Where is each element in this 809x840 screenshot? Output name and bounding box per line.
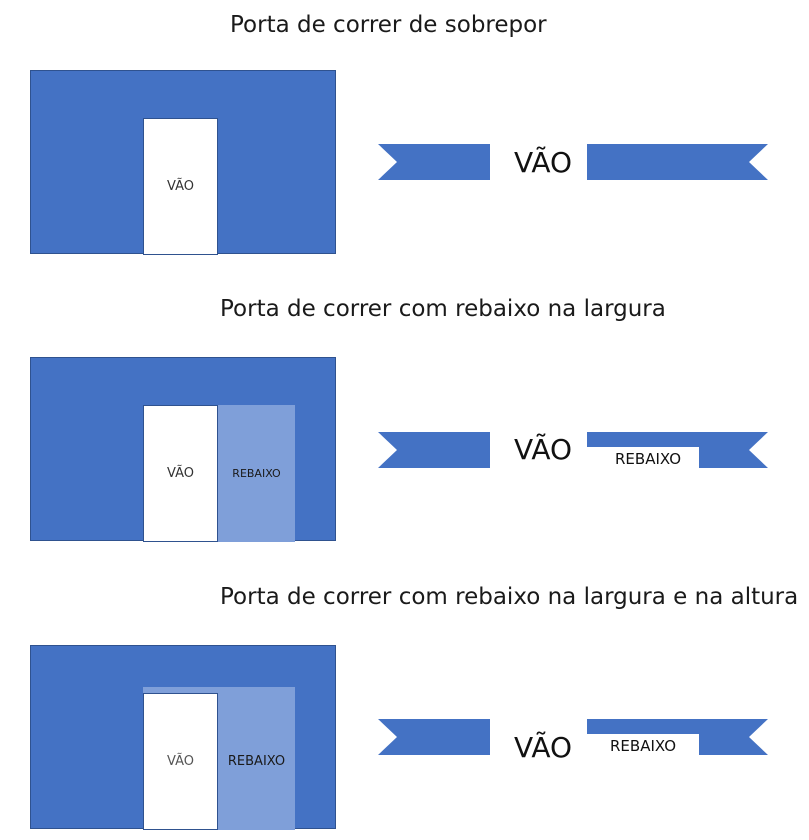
panel-3-recess-top <box>143 687 295 694</box>
panel-1-section-opening-label: VÃO <box>514 146 573 179</box>
panel-2-wall-elevation: VÃO REBAIXO <box>30 357 336 542</box>
panel-2-section-drawing <box>378 432 768 468</box>
panel-3-section-recess-label: REBAIXO <box>610 737 676 755</box>
panel-1-title: Porta de correr de sobrepor <box>230 12 547 38</box>
panel-1-section-wall-right <box>587 144 768 180</box>
panel-3-section-wall-left <box>378 719 490 755</box>
panel-1-wall-elevation: VÃO <box>30 70 336 255</box>
panel-2-recess: REBAIXO <box>218 405 295 542</box>
panel-3-title: Porta de correr com rebaixo na largura e… <box>220 584 799 610</box>
panel-3-recess: REBAIXO <box>218 693 295 830</box>
panel-2-section-wall-right <box>587 432 768 468</box>
panel-2-section-recess-label: REBAIXO <box>615 450 681 468</box>
panel-2-section-opening-label: VÃO <box>514 433 573 466</box>
panel-3-section-opening-label: VÃO <box>514 731 573 764</box>
panel-2-title: Porta de correr com rebaixo na largura <box>220 296 666 322</box>
panel-1-section-drawing <box>378 144 768 180</box>
panel-2-section-wall-left <box>378 432 490 468</box>
panel-2-opening: VÃO <box>143 405 218 542</box>
panel-3-section-wall-right <box>587 719 768 755</box>
panel-3-wall-elevation: VÃO REBAIXO <box>30 645 336 830</box>
panel-3-opening: VÃO <box>143 693 218 830</box>
panel-1-opening: VÃO <box>143 118 218 255</box>
panel-2-section: VÃO REBAIXO <box>378 432 768 468</box>
panel-1-section: VÃO <box>0 0 809 260</box>
panel-1-section-wall-left <box>378 144 490 180</box>
